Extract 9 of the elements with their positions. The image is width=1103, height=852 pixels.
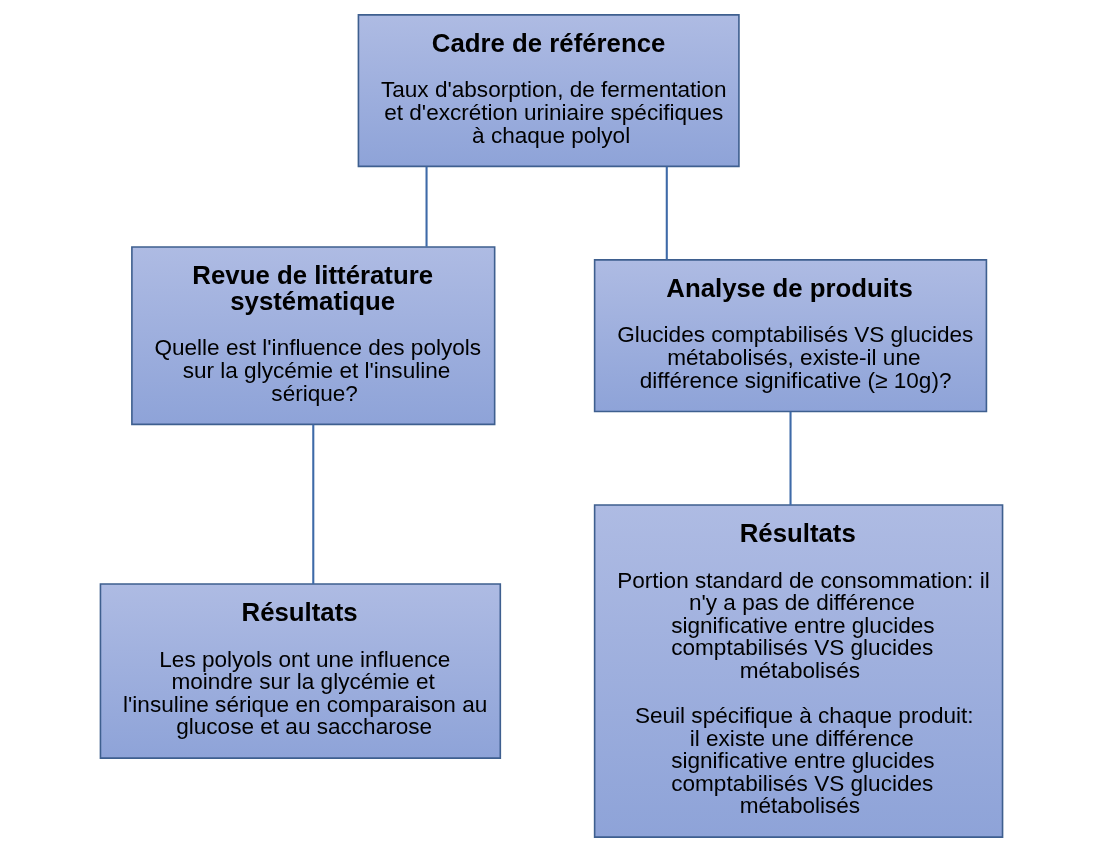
connector: [425, 166, 428, 247]
node-box: Revue de littérature systématique Quelle est l'influence des polyols sur la glycémie et l'insuline sérique?: [131, 246, 496, 426]
node-box: Résultats Les polyols ont une influence moindre sur la glycémie et l'insuline sérique en comparaison au glucose et au saccharose: [99, 583, 502, 759]
connector: [789, 411, 792, 505]
node-box: Cadre de référence Taux d'absorption, de fermentation et d'excrétion uriniaire spécifiques à chaque polyol: [357, 14, 740, 168]
node-box: Résultats Portion standard de consommation: il n'y a pas de différence significative entre glucides comptabilisés VS glucides métabolisés Seuil spécifique à chaque produit: il existe une différence significative entre glucides comptabilisés VS glucides métabolisés: [593, 504, 1004, 838]
connector: [312, 424, 315, 584]
connector: [665, 166, 668, 260]
node-box: Analyse de produits Glucides comptabilisés VS glucides métabolisés, existe-il une différence significative (≥ 10g)?: [593, 259, 988, 413]
